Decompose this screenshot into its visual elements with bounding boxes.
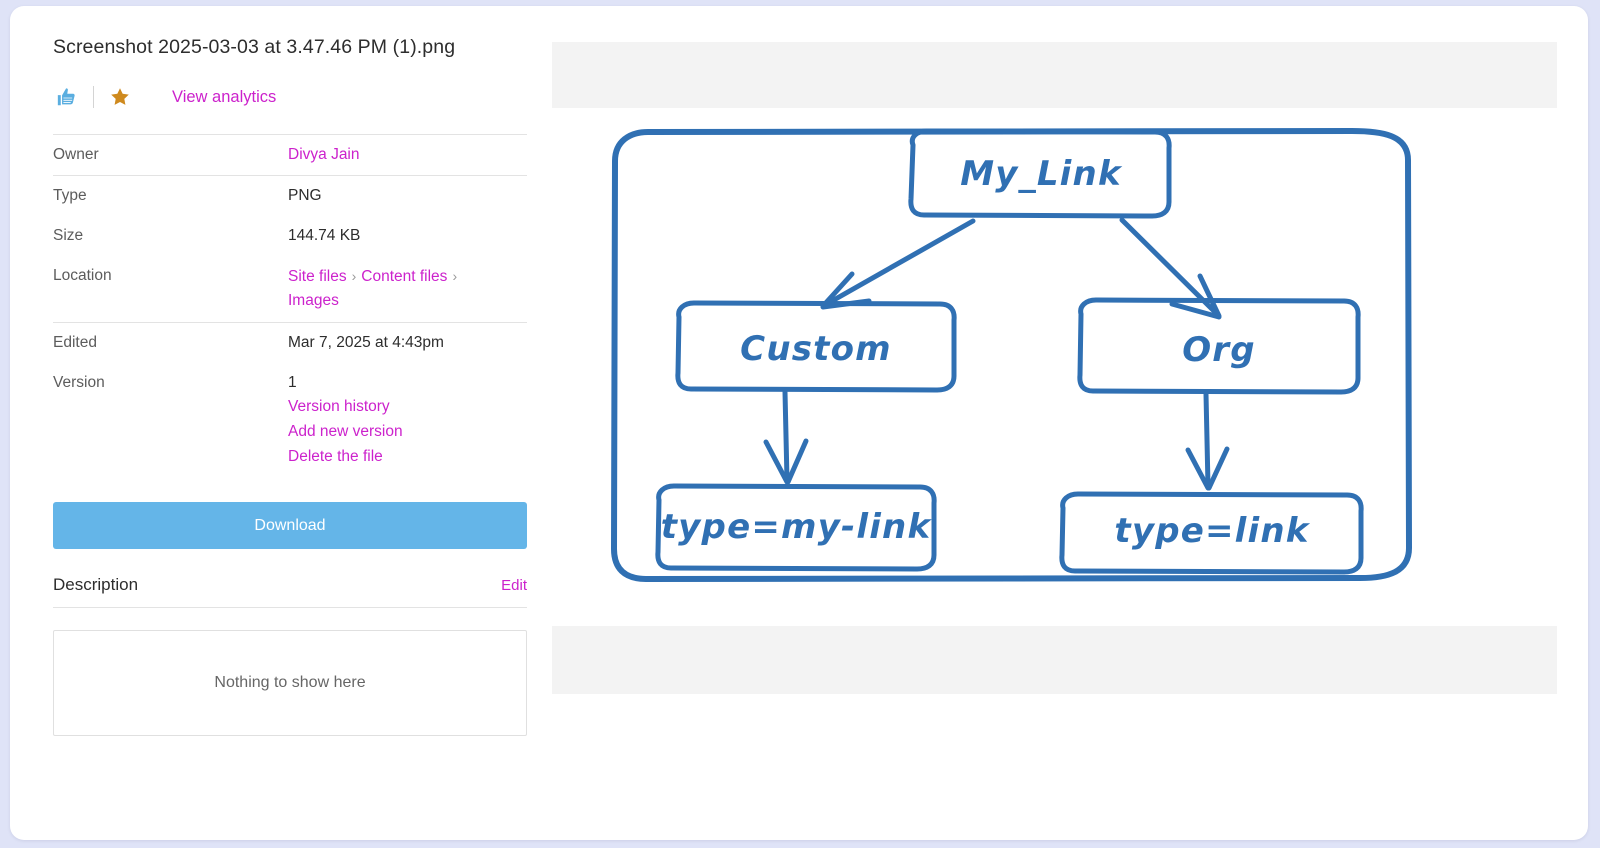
info-group-owner: Owner Divya Jain [53,134,527,175]
diagram-svg: My_Link Custom Org type=my-link type=lin… [611,128,1412,582]
info-value-type: PNG [288,187,322,204]
info-label-type: Type [53,187,87,204]
info-row-type: Type PNG [53,176,527,216]
diagram-node-org-label: Org [1182,330,1256,370]
star-icon[interactable] [106,83,134,111]
description-empty-box: Nothing to show here [53,630,527,736]
diagram-node-custom [675,300,957,393]
info-value-size: 144.74 KB [288,227,361,244]
breadcrumb-separator-icon: › [452,268,458,284]
diagram-node-type-link-label: type=link [1114,511,1310,551]
diagram-edge-root-custom [820,218,976,310]
file-preview-pane[interactable]: My_Link Custom Org type=my-link type=lin… [552,42,1557,694]
info-value-edited: Mar 7, 2025 at 4:43pm [288,334,444,351]
diagram-node-root-label: My_Link [960,154,1123,194]
diagram-node-type-my-link [655,483,937,572]
diagram-node-root [908,128,1172,219]
version-history-link[interactable]: Version history [288,398,390,415]
breadcrumb-item-site-files[interactable]: Site files [288,268,347,285]
info-row-version: Version 1 Version history Add new versio… [53,363,527,478]
breadcrumb-item-images[interactable]: Images [288,292,339,309]
page-title: Screenshot 2025-03-03 at 3.47.46 PM (1).… [53,36,456,58]
file-detail-pane: Screenshot 2025-03-03 at 3.47.46 PM (1).… [43,34,527,736]
info-row-owner: Owner Divya Jain [53,135,527,175]
info-value-version: 1 Version history Add new version Delete… [288,372,527,469]
diagram-outer-container [611,128,1412,582]
diagram-node-type-link [1059,491,1364,575]
add-new-version-link[interactable]: Add new version [288,423,403,440]
info-label-size: Size [53,227,84,244]
description-heading: Description [53,575,139,594]
info-label-owner: Owner [53,146,99,163]
diagram-node-org [1077,297,1361,395]
description-empty-text: Nothing to show here [214,674,366,691]
version-number: 1 [288,374,297,391]
info-label-edited: Edited [53,334,97,351]
info-group-version: Edited Mar 7, 2025 at 4:43pm Version 1 V… [53,322,527,478]
diagram-node-type-my-link-label: type=my-link [661,507,933,547]
view-analytics-link[interactable]: View analytics [172,87,277,106]
info-row-edited: Edited Mar 7, 2025 at 4:43pm [53,323,527,363]
file-action-row: View analytics [53,82,527,112]
action-divider [93,86,94,108]
download-button[interactable]: Download [53,502,527,549]
breadcrumb-separator-icon: › [351,268,357,284]
diagram-edge-root-org [1119,217,1222,320]
page-card: Screenshot 2025-03-03 at 3.47.46 PM (1).… [10,6,1588,840]
diagram-edge-custom-type-my-link [763,389,809,485]
owner-link[interactable]: Divya Jain [288,146,360,163]
thumbs-up-icon[interactable] [53,83,81,111]
diagram-edge-org-type-link [1185,391,1230,491]
info-row-location: Location Site files›Content files›Images [53,256,527,322]
info-row-size: Size 144.74 KB [53,216,527,256]
diagram-node-custom-label: Custom [740,329,892,369]
description-edit-link[interactable]: Edit [501,577,527,594]
description-header: Description Edit [53,575,527,608]
info-value-owner: Divya Jain [288,144,527,166]
breadcrumb: Site files›Content files›Images [288,265,527,313]
preview-image-canvas: My_Link Custom Org type=my-link type=lin… [552,108,1557,626]
delete-file-link[interactable]: Delete the file [288,448,383,465]
breadcrumb-item-content-files[interactable]: Content files [361,268,448,285]
info-label-location: Location [53,267,112,284]
file-info-table: Owner Divya Jain Type PNG Size 144.74 KB… [53,134,527,478]
info-label-version: Version [53,374,105,391]
info-group-file-meta: Type PNG Size 144.74 KB Location Site fi… [53,175,527,322]
